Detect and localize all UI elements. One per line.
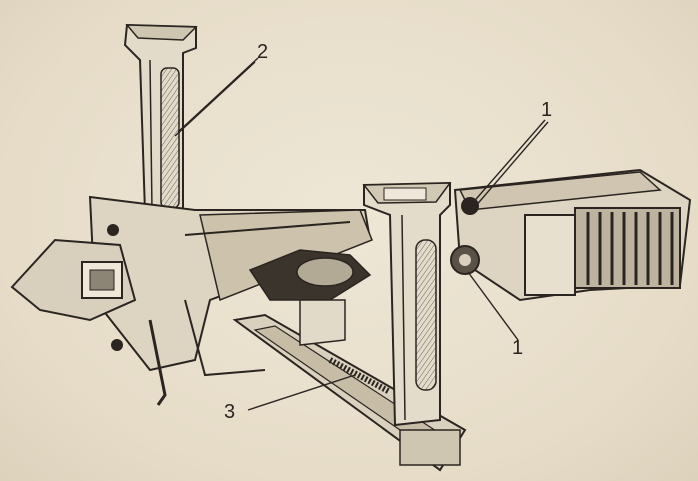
callout-label-1-bottom: 1 [512,337,524,359]
rear-post [123,23,198,217]
leader-1a [469,119,546,207]
callout-label-3: 3 [224,401,236,423]
leader-2 [177,57,259,133]
front-post [362,181,452,427]
leader-3 [247,374,356,411]
leader-1b [467,271,519,341]
main-frame [88,195,373,372]
front-clamp-head [10,224,266,406]
handle-assembly [450,168,692,302]
leader-lines [174,57,549,411]
ribbed-block [574,207,681,289]
callout-label-2: 2 [257,41,269,63]
callout-label-1-top: 1 [541,99,553,121]
